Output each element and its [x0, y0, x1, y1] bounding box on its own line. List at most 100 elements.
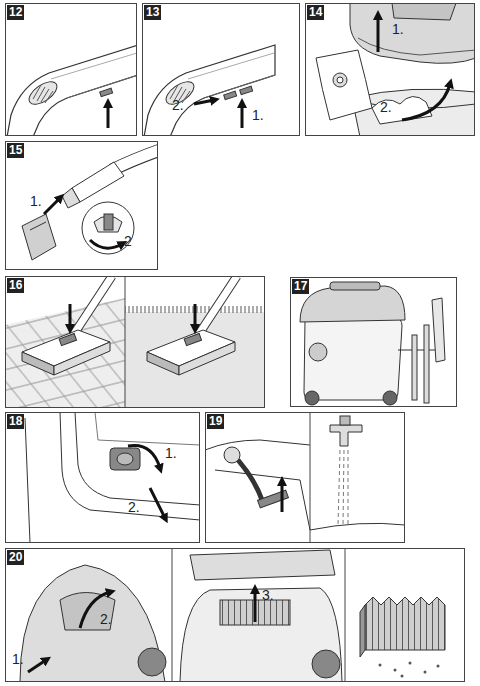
callout-number: 2. [172, 98, 184, 113]
drawing-part [398, 350, 440, 351]
drawing-part [72, 162, 124, 202]
callout-number: 1. [30, 194, 42, 209]
drawing-part [172, 548, 173, 682]
handle-illustration [7, 45, 137, 136]
drawing-part [281, 482, 284, 512]
drawing-part [312, 650, 340, 678]
drawing-part [180, 588, 342, 682]
drawing-part [238, 460, 262, 500]
drawing-part [394, 669, 397, 672]
drawing-part [194, 100, 214, 104]
figure-panel: 13 [142, 3, 300, 136]
drawing-part [360, 605, 365, 657]
drawing-part [383, 391, 397, 405]
drawing-part [60, 593, 115, 631]
drawing-part [258, 490, 289, 508]
drawing-part [309, 343, 327, 361]
callout-number: 2. [380, 100, 392, 115]
figure-panel: 14 [305, 3, 475, 136]
drawing-part [340, 416, 350, 425]
vacuum-storage-illustration [300, 282, 445, 405]
drawing-part [205, 440, 310, 450]
handle-illustration [144, 45, 275, 136]
drawing-part [147, 276, 237, 375]
drawing-part [241, 104, 244, 128]
drawing-part [304, 318, 402, 400]
drawing-part [365, 597, 445, 650]
drawing-part [337, 77, 343, 83]
drawing-part [104, 214, 113, 230]
drawing-part [75, 412, 200, 505]
callout-number: 2. [100, 612, 112, 627]
figure-panel: 15 [5, 141, 158, 270]
drawing-part [25, 418, 30, 543]
drawing-part [100, 88, 113, 96]
callout-number: 1. [392, 22, 404, 37]
drawing-part [392, 3, 456, 20]
drawing-part [379, 664, 382, 667]
figure-panel: 18 [5, 412, 200, 543]
drawing-part [254, 590, 257, 622]
drawing-part [316, 50, 372, 120]
figure-number: 18 [7, 414, 24, 429]
figure-number: 16 [7, 278, 24, 293]
drawing-part [90, 240, 122, 248]
figure-number: 19 [207, 414, 224, 429]
callout-number: 2 [124, 234, 132, 249]
nozzle-fitting-illustration [22, 150, 158, 260]
drawing-part [22, 214, 56, 260]
drawing-part [240, 86, 253, 94]
drawing-part [20, 565, 165, 682]
floor-nozzle-illustration [5, 276, 265, 408]
figure-number: 13 [144, 5, 161, 20]
callout-number: 1. [165, 446, 177, 461]
drawing-part [352, 89, 475, 136]
drawing-part [333, 73, 347, 87]
drawing-part [128, 445, 160, 468]
drain-plug-illustration [25, 412, 200, 543]
drawing-part [22, 276, 112, 375]
drawing-part [215, 470, 310, 530]
drawing-part [402, 84, 450, 120]
figure-panel: 19 [205, 412, 405, 543]
filter-illustration [20, 548, 445, 682]
drawing-part [82, 202, 134, 254]
drawing-part [224, 91, 237, 99]
figure-number: 15 [7, 143, 24, 158]
drawing-part [300, 286, 405, 322]
figure-panel: 12 [5, 3, 137, 136]
drawing-part [409, 662, 412, 665]
drawing-part [338, 450, 348, 525]
drawing-part [310, 412, 311, 543]
drawing-part [62, 188, 80, 208]
drawing-part [377, 16, 380, 52]
callout-number: 1. [12, 652, 24, 667]
drawing-part [424, 325, 429, 403]
drawing-part [412, 335, 417, 400]
drawing-part [28, 660, 46, 672]
drawing-part [150, 488, 165, 518]
drawing-part [401, 675, 404, 678]
drawing-part [138, 648, 166, 676]
callout-number: 1. [252, 108, 264, 123]
drawing-part [350, 3, 475, 63]
drawing-part [44, 198, 60, 214]
drawing-part [95, 412, 200, 445]
callout-number: 2. [128, 500, 140, 515]
drawing-part [112, 150, 158, 170]
rinse-illustration [205, 412, 405, 543]
drawing-part [107, 104, 110, 128]
drawing-part [30, 222, 46, 230]
figure-number: 12 [7, 5, 24, 20]
drawing-part [330, 425, 362, 446]
figure-number: 14 [307, 5, 324, 20]
drawing-part [190, 550, 335, 580]
bag-change-illustration [316, 3, 475, 136]
figure-number: 17 [292, 279, 309, 294]
drawing-part [117, 453, 133, 465]
figure-panel: 17 [290, 277, 457, 407]
drawing-part [424, 671, 427, 674]
